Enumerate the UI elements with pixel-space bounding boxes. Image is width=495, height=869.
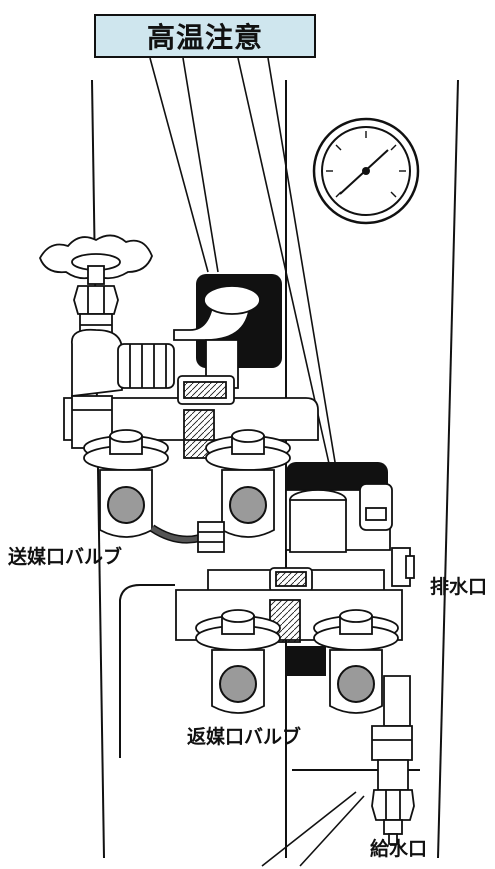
water-inlet-fitting <box>371 675 415 845</box>
high-temperature-warning-banner: 高温注意 <box>94 14 316 58</box>
upper-ports <box>107 486 267 524</box>
drain-port-label: 排水口 <box>430 576 488 598</box>
inlet-callout-lines <box>261 791 365 867</box>
water-inlet-label: 給水口 <box>370 838 428 860</box>
drain-assembly <box>285 483 415 587</box>
cabinet-outline <box>91 79 459 859</box>
return-valve-label: 返媒口バルブ <box>187 726 302 748</box>
supply-valve-label: 送媒口バルブ <box>8 546 123 568</box>
hose-fitting <box>197 521 225 553</box>
valve-handwheel-icon <box>39 234 153 337</box>
upper-piping <box>63 285 319 459</box>
lower-ports <box>219 665 375 703</box>
pressure-gauge-icon <box>312 117 420 225</box>
